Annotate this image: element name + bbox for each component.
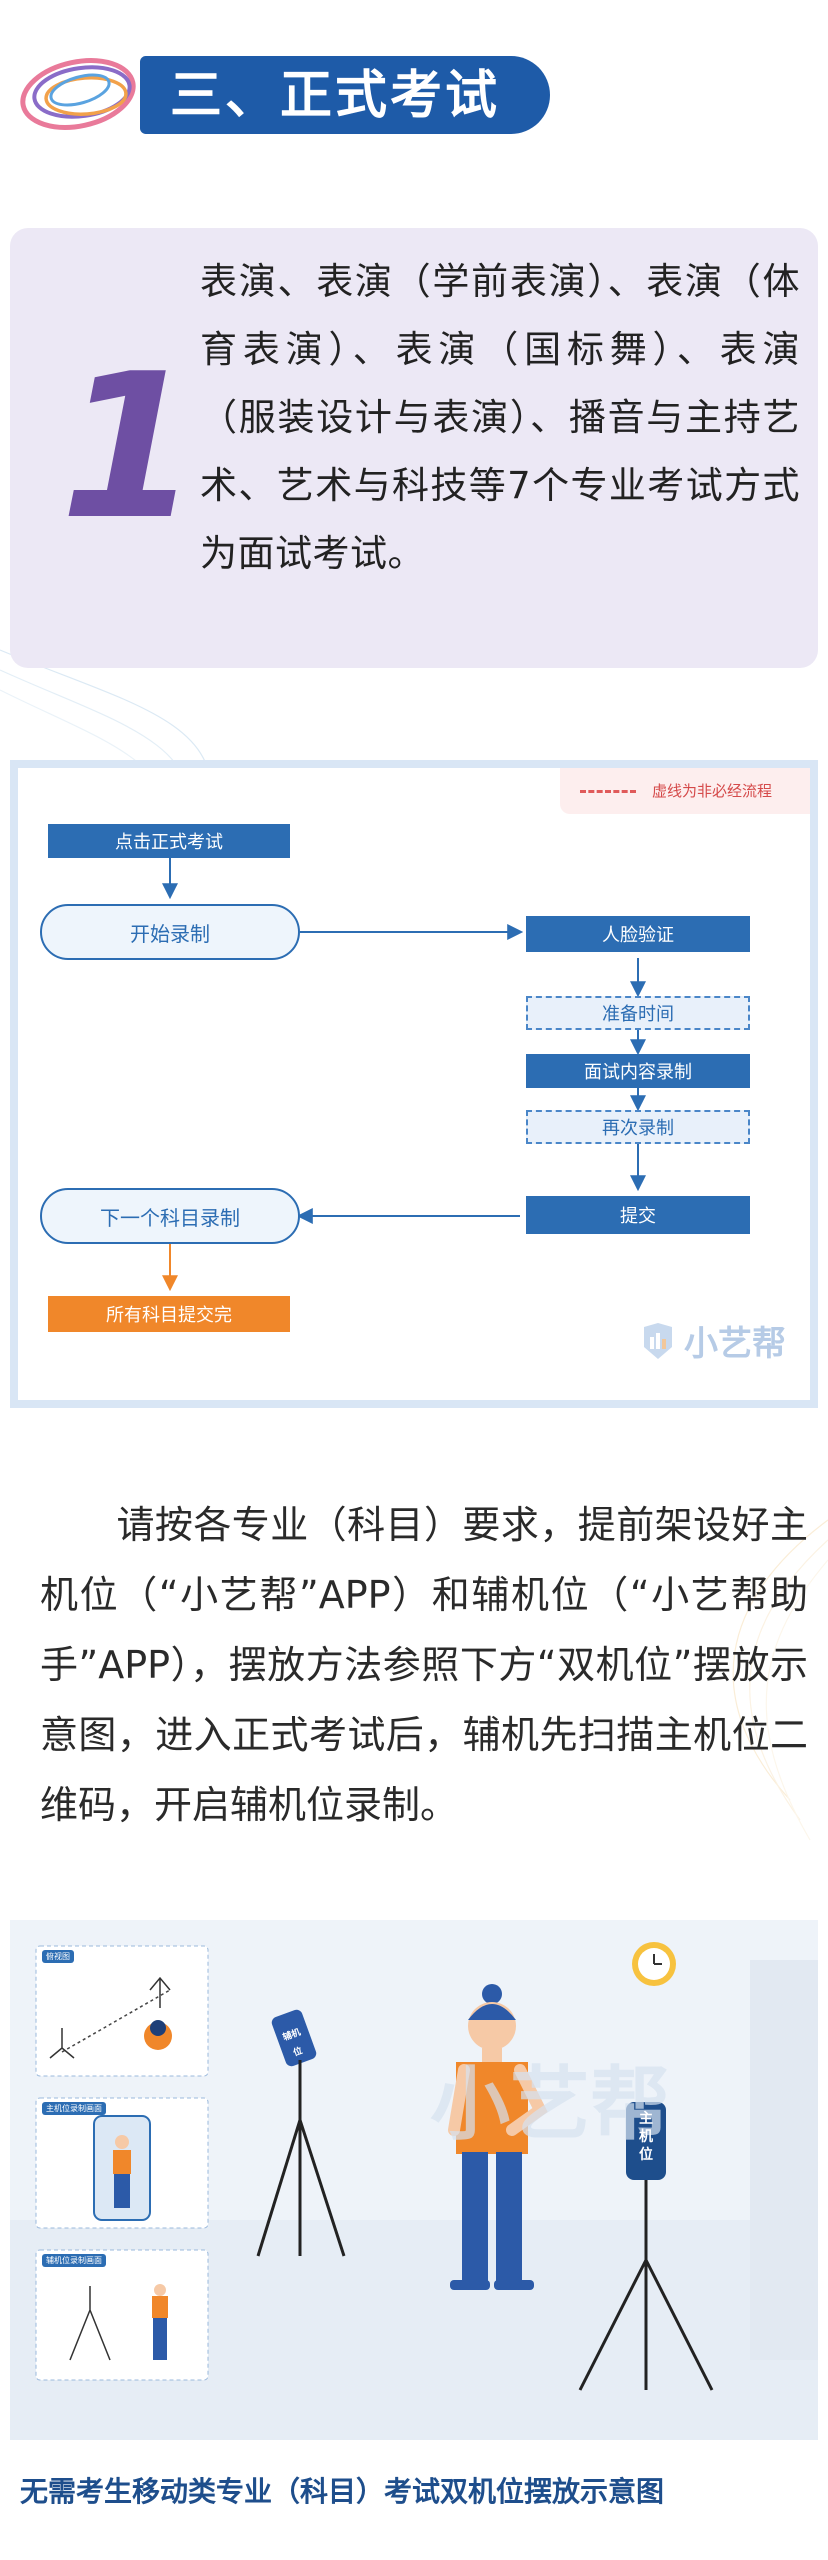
- flowchart-watermark: 小艺帮: [638, 1316, 786, 1365]
- flowchart-arrows: [162, 858, 646, 1292]
- flowchart: 虚线为非必经流程 点击正式考试 开始录制 人脸验证 准备时间 面试内容: [18, 768, 810, 1400]
- header-title: 三、正式考试: [170, 66, 501, 126]
- instruction-paragraph: 请按各专业（科目）要求，提前架设好主机位（“小艺帮”APP）和辅机位（“小艺帮助…: [40, 1490, 808, 1840]
- ribbon-logo-icon: [20, 58, 136, 130]
- flow-node-click-exam: 点击正式考试: [48, 824, 290, 858]
- aux-camera-stand: [256, 2009, 346, 2257]
- panel-label-top-view: 俯视图: [42, 1950, 74, 1963]
- clock-icon: [632, 1942, 676, 1986]
- dual-camera-illustration: 小艺帮 俯视图 主机位录制画面 辅机位录制画面 辅机位 主机位: [10, 1920, 818, 2440]
- flow-node-interview-record: 面试内容录制: [526, 1054, 750, 1088]
- flow-node-prepare-time: 准备时间: [526, 996, 750, 1030]
- dual-camera-scene: [10, 1920, 818, 2440]
- panel-top-view: [35, 1945, 209, 2077]
- main-stand-label: 主机位: [639, 2111, 653, 2163]
- illustration-watermark: 小艺帮: [430, 2058, 670, 2151]
- panel-main-view: [35, 2097, 209, 2229]
- panel-label-aux-view: 辅机位录制画面: [42, 2254, 106, 2267]
- watermark-text: 小艺帮: [684, 1324, 786, 1364]
- header-bar: [140, 56, 550, 134]
- flow-node-re-record: 再次录制: [526, 1110, 750, 1144]
- flow-node-face-verify: 人脸验证: [526, 916, 750, 952]
- legend-dash-line: [580, 790, 636, 793]
- flow-node-all-done: 所有科目提交完: [48, 1296, 290, 1332]
- section-header: 三、正式考试: [10, 36, 550, 146]
- flowchart-frame: 虚线为非必经流程 点击正式考试 开始录制 人脸验证 准备时间 面试内容: [10, 760, 818, 1408]
- instruction-text: 请按各专业（科目）要求，提前架设好主机位（“小艺帮”APP）和辅机位（“小艺帮助…: [40, 1503, 808, 1827]
- info-card: 1 表演、表演（学前表演）、表演（体育表演）、表演（国标舞）、表演（服装设计与表…: [10, 228, 818, 668]
- panel-label-main-view: 主机位录制画面: [42, 2102, 106, 2115]
- brand-logo-icon: [644, 1322, 672, 1359]
- legend-text: 虚线为非必经流程: [652, 782, 773, 800]
- flow-node-start-record: 开始录制: [40, 904, 300, 960]
- student-figure: [448, 1984, 548, 2290]
- card-number: 1: [60, 331, 200, 564]
- illustration-caption: 无需考生移动类专业（科目）考试双机位摆放示意图: [20, 2475, 665, 2508]
- flow-node-next-subject: 下一个科目录制: [40, 1188, 300, 1244]
- panel-aux-view: [35, 2249, 209, 2381]
- main-camera-stand: [578, 2102, 714, 2391]
- flow-node-submit: 提交: [526, 1196, 750, 1234]
- card-text: 表演、表演（学前表演）、表演（体育表演）、表演（国标舞）、表演（服装设计与表演）…: [200, 260, 800, 575]
- flowchart-legend: 虚线为非必经流程: [560, 768, 810, 814]
